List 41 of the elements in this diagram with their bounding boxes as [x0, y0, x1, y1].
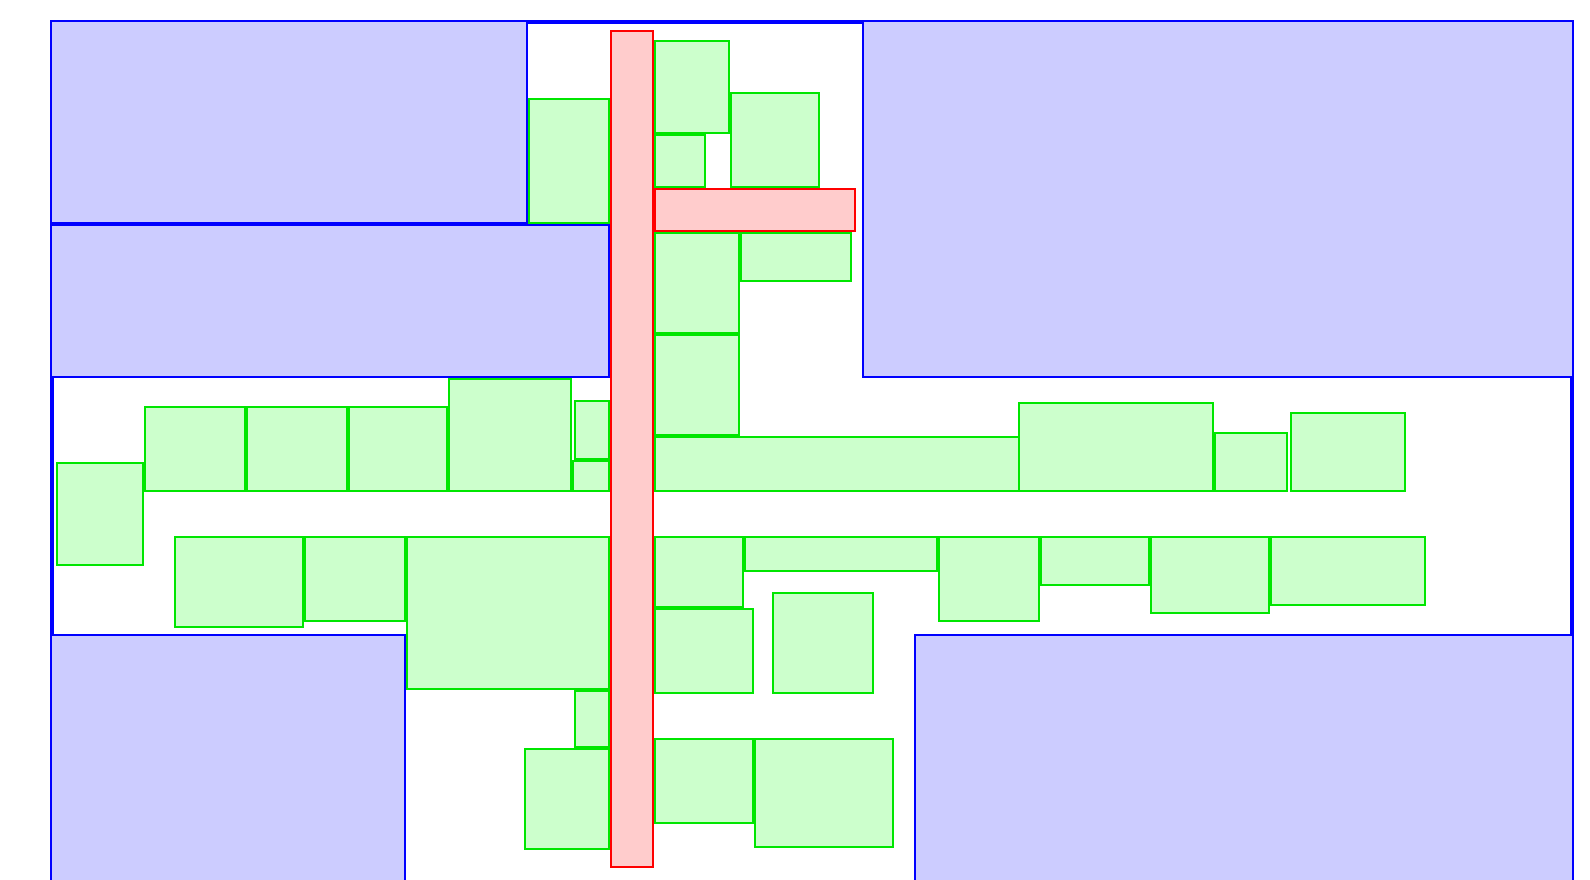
large-block — [50, 634, 406, 880]
large-block — [50, 20, 528, 224]
small-block — [772, 592, 874, 694]
small-block — [654, 608, 754, 694]
small-block — [654, 436, 1020, 492]
small-block — [246, 406, 348, 492]
small-block — [56, 462, 144, 566]
small-block — [574, 690, 610, 748]
small-block — [304, 536, 406, 622]
small-block — [144, 406, 246, 492]
small-block — [654, 134, 706, 188]
small-block — [1040, 536, 1150, 586]
small-block — [654, 232, 740, 334]
small-block — [654, 334, 740, 436]
small-block — [654, 40, 730, 134]
small-block — [1290, 412, 1406, 492]
small-block — [528, 98, 610, 224]
small-block — [754, 738, 894, 848]
small-block — [1214, 432, 1288, 492]
small-block — [654, 738, 754, 824]
small-block — [524, 748, 610, 850]
bar-block — [654, 188, 856, 232]
small-block — [174, 536, 304, 628]
small-block — [448, 378, 572, 492]
large-block — [50, 224, 610, 378]
small-block — [938, 536, 1040, 622]
small-block — [348, 406, 448, 492]
large-block — [862, 20, 1574, 378]
large-block — [914, 634, 1574, 880]
small-block — [406, 536, 610, 690]
bar-block — [610, 30, 654, 868]
small-block — [740, 232, 852, 282]
small-block — [1018, 402, 1214, 492]
outer-frame — [50, 20, 1574, 880]
small-block — [730, 92, 820, 188]
small-block — [572, 460, 610, 492]
small-block — [654, 536, 744, 608]
small-block — [744, 536, 938, 572]
small-block — [1270, 536, 1426, 606]
small-block — [574, 400, 610, 460]
small-block — [1150, 536, 1270, 614]
